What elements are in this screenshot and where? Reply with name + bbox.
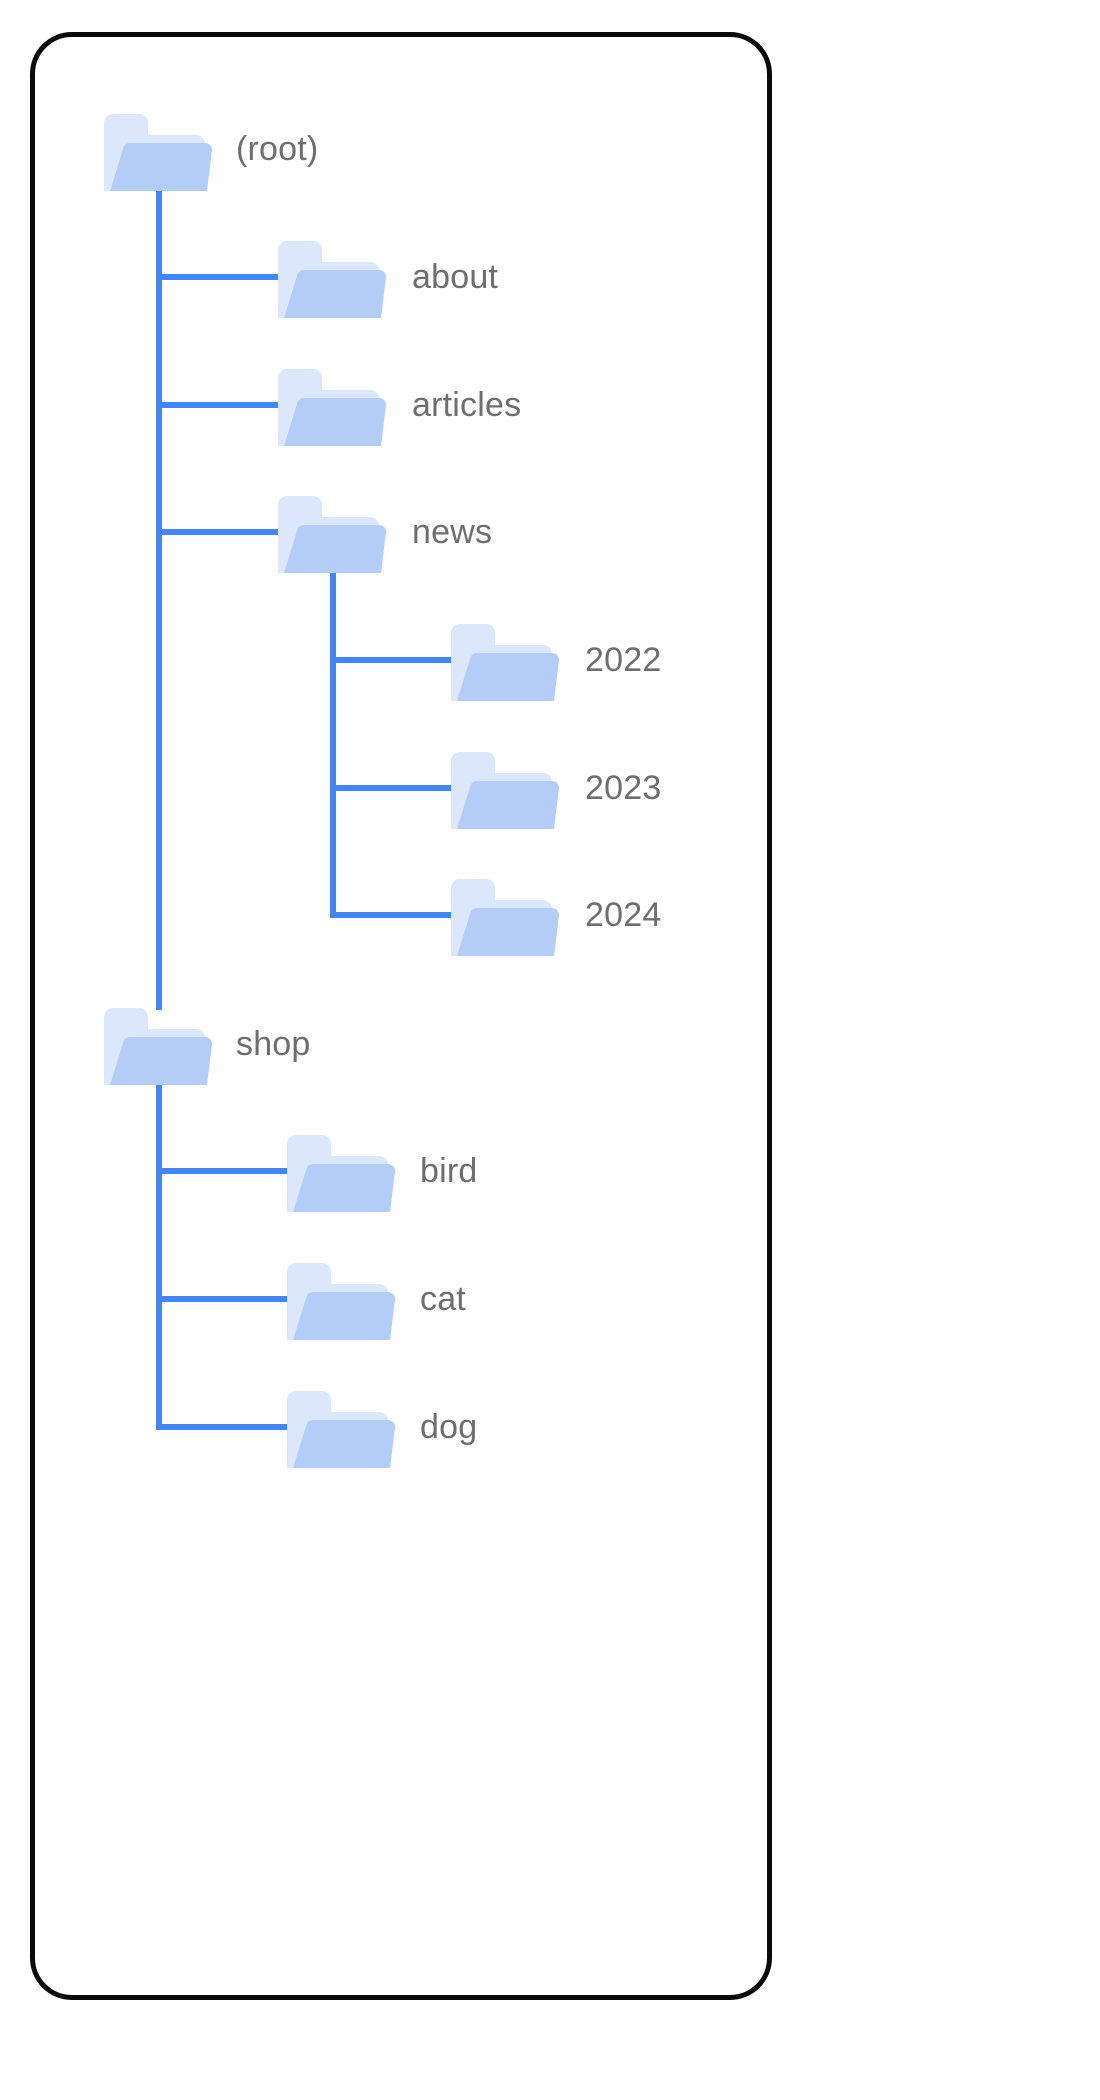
folder-body [284, 269, 386, 318]
node-label-text: shop [236, 1025, 311, 1063]
folder-tab [287, 1135, 331, 1158]
folder-tab [104, 1008, 148, 1031]
folder-icon [451, 879, 559, 956]
node-label-text: dog [420, 1408, 478, 1446]
folder-body [457, 780, 559, 829]
folder-spine [451, 761, 461, 829]
folder-spine [104, 123, 114, 191]
node-label-text: cat [420, 1280, 466, 1318]
tree-node-label-y2023: 2023 [585, 770, 661, 806]
folder-tab [278, 369, 322, 392]
folder-spine [278, 378, 288, 446]
tree-node-label-news: news [412, 514, 492, 550]
folder-tab [287, 1391, 331, 1414]
tree-node-label-dog: dog [420, 1409, 477, 1445]
folder-icon [104, 114, 212, 191]
folder-icon-shop [100, 1007, 218, 1089]
tree-node-bird[interactable] [283, 1134, 401, 1216]
folder-icon-bird [283, 1134, 401, 1216]
node-label-text: 2023 [585, 769, 662, 807]
folder-icon [451, 752, 559, 829]
tree-node-about[interactable] [274, 240, 392, 322]
node-label-text: bird [420, 1152, 478, 1190]
folder-body [284, 397, 386, 446]
folder-spine [104, 1017, 114, 1085]
folder-spine [278, 505, 288, 573]
folder-body [284, 524, 386, 573]
node-label-text: (root) [236, 130, 319, 168]
folder-icon [287, 1135, 395, 1212]
node-label-text: 2024 [585, 896, 662, 934]
folder-icon [104, 1008, 212, 1085]
tree-node-label-shop: shop [236, 1026, 311, 1062]
tree-node-label-root: (root) [236, 131, 318, 167]
folder-tab [278, 241, 322, 264]
folder-spine [287, 1272, 297, 1340]
folder-body [110, 1036, 212, 1085]
folder-icon-y2024 [447, 878, 565, 960]
folder-tab [451, 752, 495, 775]
folder-icon-articles [274, 368, 392, 450]
tree-node-news[interactable] [274, 495, 392, 577]
tree-node-label-y2024: 2024 [585, 897, 661, 933]
folder-spine [278, 250, 288, 318]
tree-node-label-cat: cat [420, 1281, 466, 1317]
folder-icon-cat [283, 1262, 401, 1344]
folder-body [293, 1419, 395, 1468]
folder-body [110, 142, 212, 191]
folder-tab [451, 624, 495, 647]
folder-icon [287, 1391, 395, 1468]
folder-icon [287, 1263, 395, 1340]
folder-tab [104, 114, 148, 137]
diagram-card [30, 32, 772, 2000]
tree-node-label-y2022: 2022 [585, 642, 661, 678]
node-label-text: news [412, 513, 493, 551]
folder-icon-y2023 [447, 751, 565, 833]
folder-tab [451, 879, 495, 902]
tree-node-y2024[interactable] [447, 878, 565, 960]
folder-tab [287, 1263, 331, 1286]
folder-spine [287, 1144, 297, 1212]
tree-node-y2022[interactable] [447, 623, 565, 705]
folder-icon-about [274, 240, 392, 322]
folder-icon-root [100, 113, 218, 195]
tree-node-label-bird: bird [420, 1153, 478, 1189]
folder-spine [287, 1400, 297, 1468]
tree-node-articles[interactable] [274, 368, 392, 450]
folder-icon [278, 241, 386, 318]
tree-node-y2023[interactable] [447, 751, 565, 833]
tree-node-dog[interactable] [283, 1390, 401, 1472]
folder-body [293, 1163, 395, 1212]
folder-icon-news [274, 495, 392, 577]
folder-icon-y2022 [447, 623, 565, 705]
folder-body [457, 907, 559, 956]
tree-node-label-articles: articles [412, 387, 521, 423]
folder-body [293, 1291, 395, 1340]
tree-node-shop[interactable] [100, 1007, 218, 1089]
folder-icon [451, 624, 559, 701]
node-label-text: about [412, 258, 499, 296]
folder-icon [278, 496, 386, 573]
node-label-text: articles [412, 386, 522, 424]
tree-node-cat[interactable] [283, 1262, 401, 1344]
folder-icon [278, 369, 386, 446]
folder-body [457, 652, 559, 701]
node-label-text: 2022 [585, 641, 662, 679]
folder-spine [451, 888, 461, 956]
folder-tab [278, 496, 322, 519]
tree-node-root[interactable] [100, 113, 218, 195]
folder-icon-dog [283, 1390, 401, 1472]
folder-spine [451, 633, 461, 701]
tree-node-label-about: about [412, 259, 498, 295]
